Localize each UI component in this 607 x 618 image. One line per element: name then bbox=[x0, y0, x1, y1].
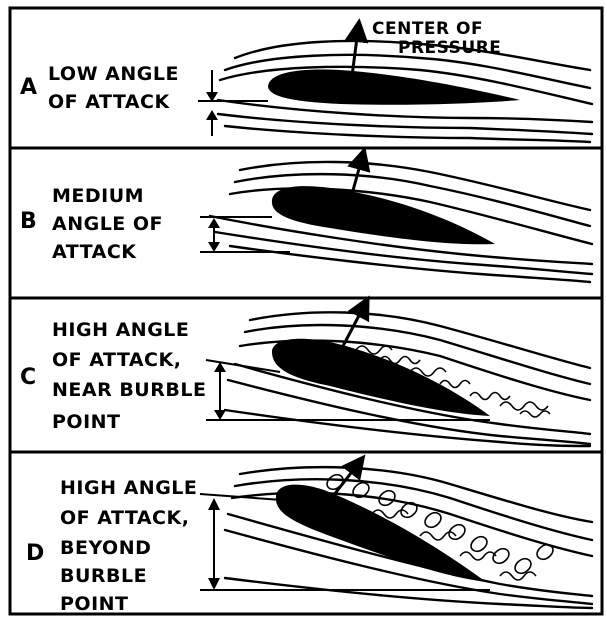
center-of-pressure-label-line-2: PRESSURE bbox=[398, 38, 501, 58]
panel-c-label-line-2: OF ATTACK, bbox=[52, 349, 181, 371]
panel-d-label-line-3: BEYOND bbox=[60, 537, 151, 559]
panel-a-label-line-2: OF ATTACK bbox=[48, 91, 171, 113]
center-of-pressure-label-line-1: CENTER OF bbox=[372, 19, 483, 39]
panel-c-letter: C bbox=[20, 365, 36, 390]
panel-d-label-line-1: HIGH ANGLE bbox=[60, 477, 197, 499]
panel-a-pressure-arrow bbox=[352, 30, 358, 76]
panel-a-letter: A bbox=[20, 75, 37, 100]
panel-c-label-line-4: POINT bbox=[52, 411, 121, 433]
panel-a: A LOW ANGLE OF ATTACK CENTER OF PRESSURE bbox=[20, 19, 592, 142]
panel-d: D HIGH ANGLE OF ATTACK, BEYOND BURBLE PO… bbox=[26, 464, 592, 615]
panel-b-label-line-2: ANGLE OF bbox=[52, 213, 163, 235]
panel-a-label-line-1: LOW ANGLE bbox=[48, 63, 179, 85]
panel-d-label-line-5: POINT bbox=[60, 593, 129, 615]
panel-d-label-line-2: OF ATTACK, bbox=[60, 507, 189, 529]
panel-c: C HIGH ANGLE OF ATTACK, NEAR BURBLE POIN… bbox=[20, 306, 590, 446]
panel-d-label-line-4: BURBLE bbox=[60, 565, 147, 587]
panel-b-label-line-1: MEDIUM bbox=[52, 185, 144, 207]
panel-d-letter: D bbox=[26, 541, 44, 566]
panel-c-label-line-1: HIGH ANGLE bbox=[52, 319, 189, 341]
panel-c-airfoil bbox=[272, 339, 490, 416]
panel-b-letter: B bbox=[20, 209, 37, 234]
panel-c-label-line-3: NEAR BURBLE bbox=[52, 379, 206, 401]
panel-b: B MEDIUM ANGLE OF ATTACK bbox=[20, 158, 592, 282]
panel-a-airfoil bbox=[268, 70, 520, 105]
panel-b-label-line-3: ATTACK bbox=[52, 241, 137, 263]
